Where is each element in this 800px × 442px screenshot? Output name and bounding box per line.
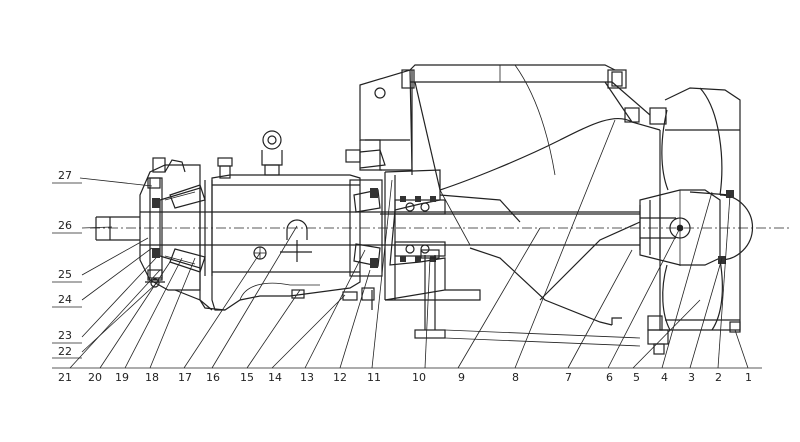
- shaft: [95, 211, 640, 246]
- callout-6: 6: [606, 371, 613, 384]
- callout-3: 3: [688, 371, 695, 384]
- callout-labels: 27 26 25 24 23 22 21 20 19 18 17 16 15 1…: [58, 169, 752, 384]
- callout-8: 8: [512, 371, 519, 384]
- callout-24: 24: [58, 293, 72, 306]
- callout-7: 7: [565, 371, 572, 384]
- callout-10: 10: [412, 371, 426, 384]
- callout-1: 1: [745, 371, 752, 384]
- callout-26: 26: [58, 219, 72, 232]
- callout-14: 14: [268, 371, 282, 384]
- leader-lines: [52, 119, 762, 369]
- drain-pipe: [414, 249, 641, 347]
- callout-17: 17: [178, 371, 192, 384]
- discharge-elbow: [401, 64, 661, 326]
- left-bearing-housing: [139, 157, 201, 291]
- callout-5: 5: [633, 371, 640, 384]
- callout-21: 21: [58, 371, 72, 384]
- callout-16: 16: [206, 371, 220, 384]
- callout-15: 15: [240, 371, 254, 384]
- callout-2: 2: [715, 371, 722, 384]
- bearing-body: [174, 130, 361, 311]
- callout-12: 12: [333, 371, 347, 384]
- callout-4: 4: [661, 371, 668, 384]
- impeller-assembly: [639, 87, 754, 355]
- roller-bearing-right: [342, 149, 386, 301]
- callout-19: 19: [115, 371, 129, 384]
- callout-18: 18: [145, 371, 159, 384]
- callout-25: 25: [58, 268, 72, 281]
- callout-20: 20: [88, 371, 102, 384]
- callout-13: 13: [300, 371, 314, 384]
- callout-27: 27: [58, 169, 72, 182]
- callout-23: 23: [58, 329, 72, 342]
- callout-22: 22: [58, 345, 72, 358]
- callout-9: 9: [458, 371, 465, 384]
- callout-11: 11: [367, 371, 381, 384]
